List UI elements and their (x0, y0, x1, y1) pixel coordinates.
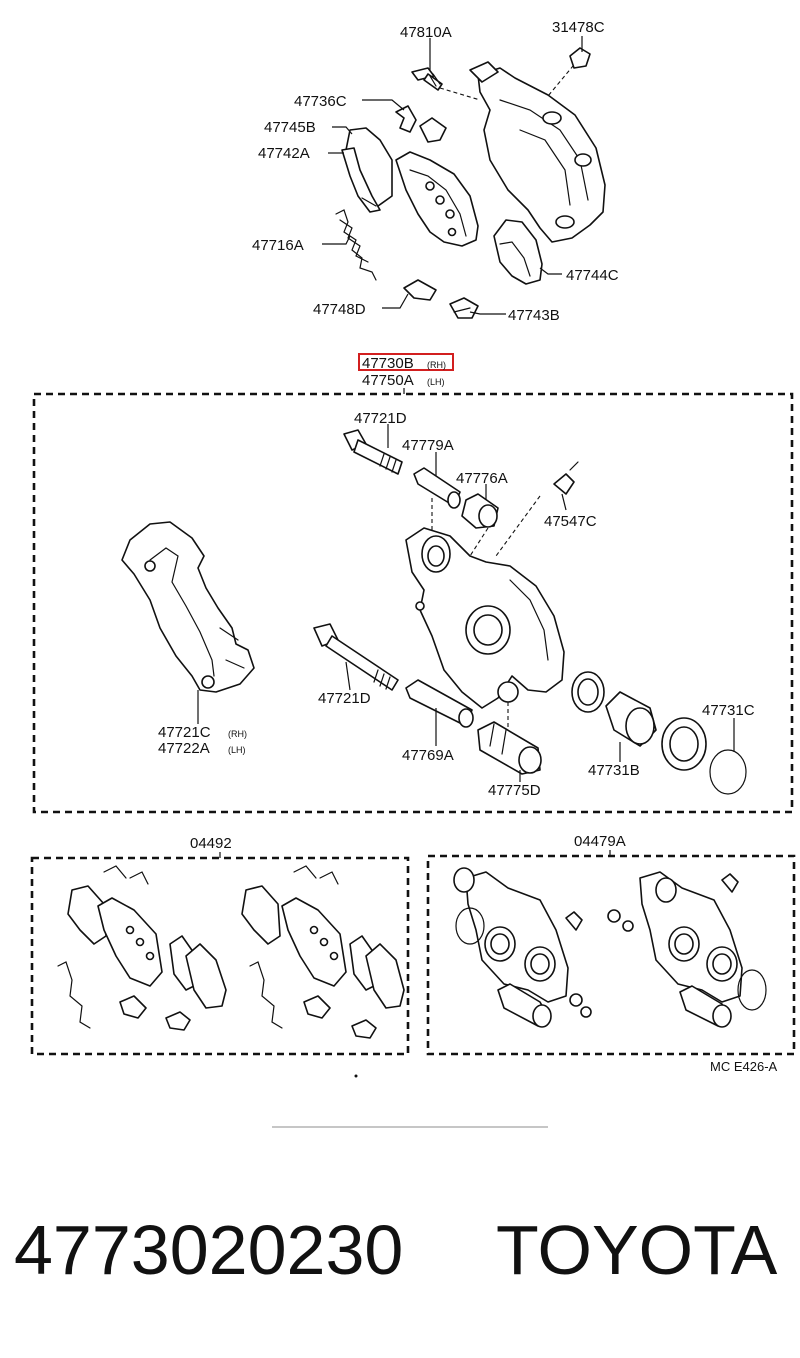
kit-04492-parts-left (57, 865, 227, 1031)
highlight-part-suffix: (RH) (427, 360, 446, 370)
alt-part-suffix: (LH) (427, 377, 445, 387)
caliper-carrier-drawing (439, 59, 606, 243)
label-47742A: 47742A (258, 145, 310, 162)
alt-part-number: 47750A (362, 372, 414, 389)
kit-04479A-caliper-left (453, 867, 592, 1028)
carrier-47721C-drawing (121, 521, 255, 693)
bolt-47810A-drawing (411, 67, 443, 91)
label-47547C: 47547C (544, 513, 597, 530)
label-47722A-suffix: (LH) (228, 745, 246, 755)
label-47721C: 47721C (158, 724, 211, 741)
boot-47731C-drawing (661, 717, 747, 795)
label-47721C-suffix: (RH) (228, 729, 247, 739)
kit-04492-parts-right (241, 865, 405, 1039)
label-47731C: 47731C (702, 702, 755, 719)
kit-04479A-caliper-right (607, 871, 767, 1028)
assembly-header: 47730B (RH) 47750A (LH) (358, 353, 454, 394)
scan-dot (354, 1074, 358, 1078)
label-47779A: 47779A (402, 437, 454, 454)
highlight-box (358, 353, 454, 371)
assembly-parts: 47721D 47779A 47776A 47547C 47721D 47769… (121, 410, 755, 799)
clip-47748D-drawing (403, 279, 437, 301)
piston-47731B-drawing (605, 691, 657, 747)
boot-47769A-drawing (405, 679, 474, 728)
label-47721D-top: 47721D (354, 410, 407, 427)
label-47776A: 47776A (456, 470, 508, 487)
label-47744C: 47744C (566, 267, 619, 284)
boot-47779A-drawing (413, 467, 461, 509)
bushing-47775D-drawing (477, 721, 542, 775)
pad-47742A-drawing (341, 127, 393, 213)
label-47716A: 47716A (252, 237, 304, 254)
label-04492: 04492 (190, 835, 232, 852)
label-47722A: 47722A (158, 740, 210, 757)
clip-47736C-drawing (395, 105, 447, 143)
label-47743B: 47743B (508, 307, 560, 324)
kit-04479A: 04479A (426, 833, 796, 1056)
slide-pin-lower-drawing (313, 623, 399, 691)
footer-part-number: 4773020230 (14, 1211, 403, 1289)
label-47748D: 47748D (313, 301, 366, 318)
assembly-frame (32, 392, 794, 814)
label-47736C: 47736C (294, 93, 347, 110)
caliper-body-drawing (405, 527, 565, 709)
bushing-47776A-drawing (461, 493, 499, 529)
label-47731B: 47731B (588, 762, 640, 779)
label-47745B: 47745B (264, 119, 316, 136)
highlight-part-number: 47730B (362, 355, 414, 372)
bleeder-47547C-drawing (553, 461, 579, 495)
pad-outer-drawing (395, 151, 479, 247)
spring-47716A-drawing (335, 209, 377, 281)
top-group: 47810A 31478C 47736C 47745B 47742A 47716… (252, 19, 619, 324)
piston-seal-drawing (571, 671, 605, 713)
slide-pin-upper-drawing (343, 429, 403, 475)
kit-04492: 04492 (30, 835, 410, 1056)
label-04479A: 04479A (574, 833, 626, 850)
clip-47743B-drawing (449, 297, 479, 319)
footer-brand: TOYOTA (496, 1211, 778, 1289)
cap-31478C-drawing (569, 47, 591, 69)
label-47721D-bottom: 47721D (318, 690, 371, 707)
label-47775D: 47775D (488, 782, 541, 799)
label-31478C: 31478C (552, 19, 605, 36)
diagram-code: MC E426-A (710, 1059, 778, 1074)
pad-47744C-drawing (493, 219, 543, 285)
label-47769A: 47769A (402, 747, 454, 764)
label-47810A: 47810A (400, 24, 452, 41)
